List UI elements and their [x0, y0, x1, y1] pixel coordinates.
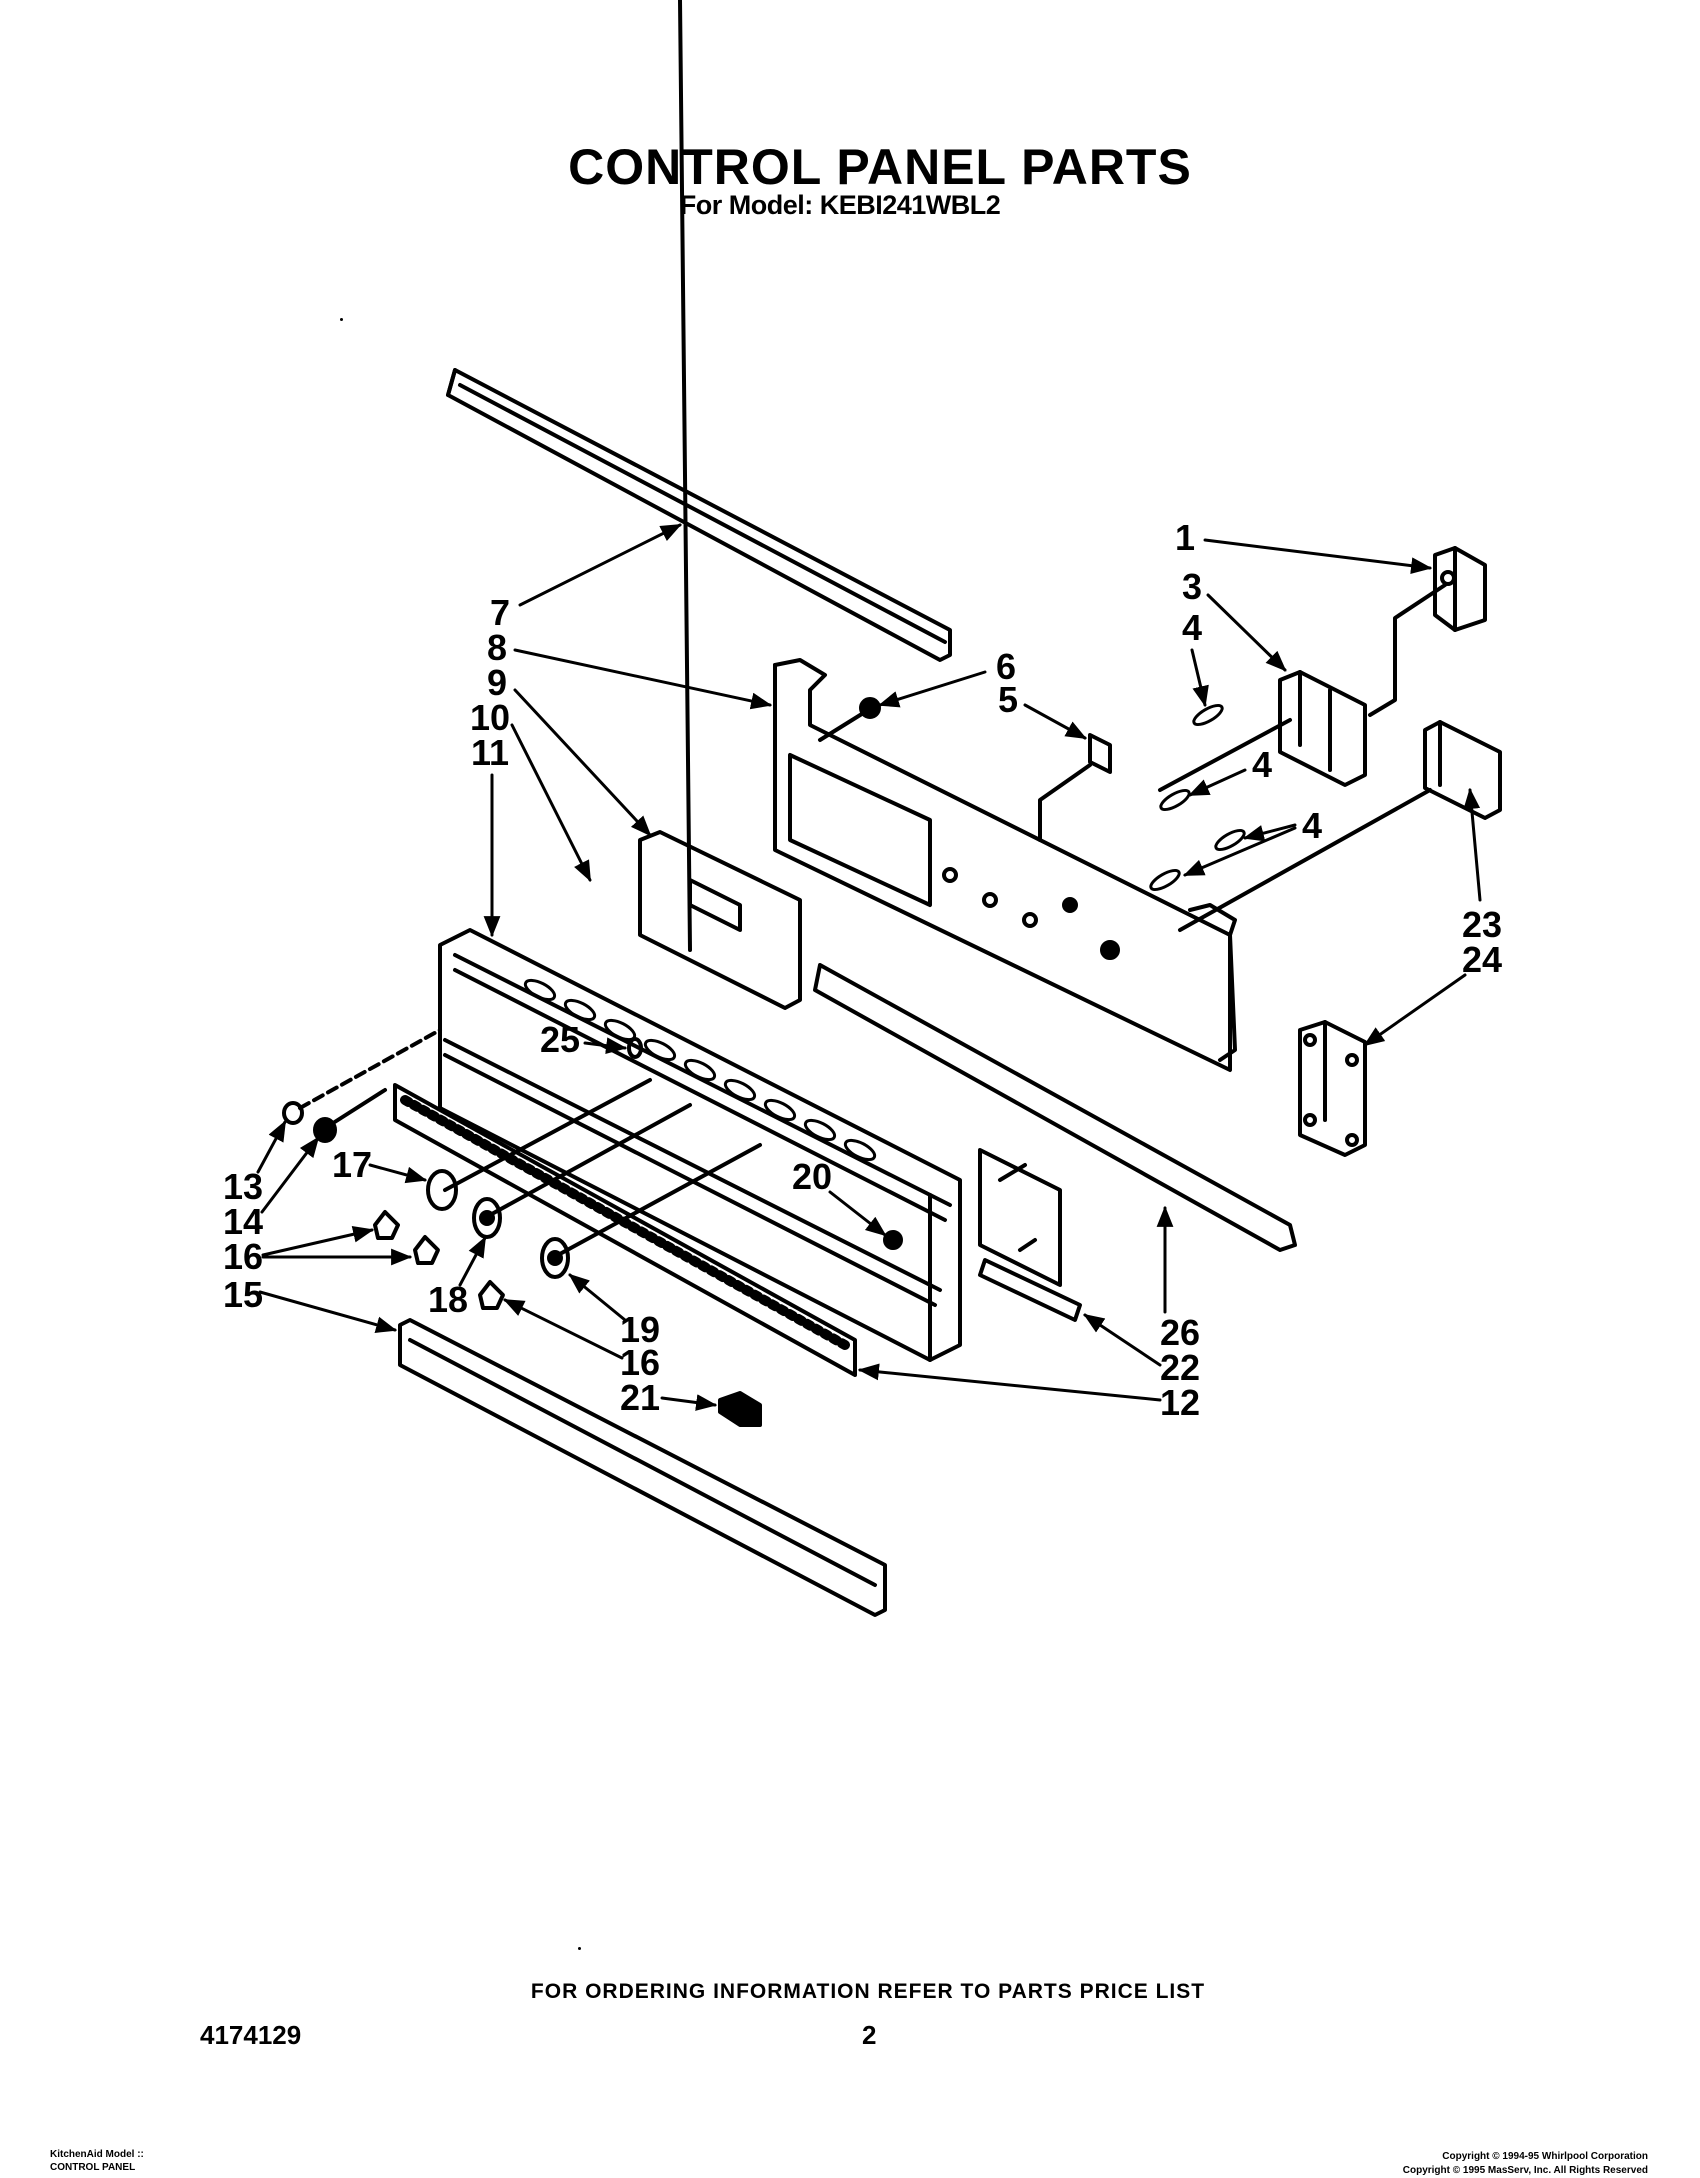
- part-glass-window: [978, 1148, 1062, 1287]
- document-number: 4174129: [200, 2020, 302, 2050]
- callout-16: 16: [222, 1236, 264, 1277]
- part-1-switch: [1368, 546, 1487, 717]
- leader-lines: [256, 523, 1482, 1411]
- callout-7: 7: [489, 592, 511, 633]
- part-6-nut: [818, 697, 881, 742]
- part-21-clip: [718, 1391, 762, 1427]
- callout-25: 25: [539, 1019, 581, 1060]
- copyright-line2: Copyright © 1995 MasServ, Inc. All Right…: [1402, 2165, 1648, 2176]
- callout-19: 19: [619, 1309, 661, 1350]
- model-note-line1: KitchenAid Model ::: [50, 2149, 144, 2160]
- callout-16: 16: [619, 1342, 661, 1383]
- part-24-bracket: [1298, 1020, 1367, 1157]
- callout-21: 21: [619, 1377, 661, 1418]
- callout-4: 4: [1181, 607, 1203, 648]
- part-18-dial: [472, 1197, 502, 1239]
- callout-20: 20: [791, 1156, 833, 1197]
- ordering-note: FOR ORDERING INFORMATION REFER TO PARTS …: [530, 1980, 1206, 2003]
- part-11-panel-frame: [438, 928, 962, 1362]
- callout-5: 5: [997, 679, 1019, 720]
- model-subtitle: For Model: KEBI241WBL2: [679, 190, 1001, 220]
- page-number: 2: [862, 2020, 877, 2050]
- part-17-washer: [426, 1169, 458, 1211]
- part-4-lamp-sockets: [1149, 703, 1246, 892]
- part-3-switch-assembly: [1158, 670, 1367, 792]
- part-15-bottom-trim: [398, 1318, 887, 1617]
- part-26-rail: [813, 963, 1297, 1252]
- callout-4: 4: [1301, 805, 1323, 846]
- copyright-line1: Copyright © 1994-95 Whirlpool Corporatio…: [1442, 2151, 1648, 2162]
- part-13-screw: [282, 1101, 304, 1125]
- callout-24: 24: [1461, 939, 1503, 980]
- part-25-screw: [627, 1037, 643, 1059]
- callout-26: 26: [1159, 1312, 1201, 1353]
- callout-1: 1: [1174, 517, 1196, 558]
- callout-10: 10: [469, 697, 511, 738]
- callout-13: 13: [222, 1166, 264, 1207]
- part-19-dial: [540, 1237, 570, 1279]
- scan-dot: [578, 1947, 581, 1950]
- small-hardware: [282, 1028, 762, 1427]
- page-title: CONTROL PANEL PARTS: [568, 139, 1192, 195]
- callout-11: 11: [470, 732, 510, 773]
- model-note-line2: CONTROL PANEL: [50, 2162, 136, 2173]
- part-16-knob-b: [413, 1235, 440, 1265]
- scan-dot: [340, 318, 343, 321]
- part-9-display-module: [638, 0, 802, 1010]
- callout-22: 22: [1159, 1347, 1201, 1388]
- callout-18: 18: [427, 1279, 469, 1320]
- part-22-bracket: [978, 1258, 1082, 1322]
- part-16-knob-a: [373, 1210, 400, 1240]
- part-23-switch: [1178, 720, 1502, 932]
- part-12-grille-strip: [393, 1083, 857, 1377]
- callout-3: 3: [1181, 566, 1203, 607]
- callout-15: 15: [222, 1274, 264, 1315]
- part-5-small-switch: [1038, 733, 1112, 842]
- callout-14: 14: [222, 1201, 264, 1242]
- callout-6: 6: [995, 646, 1017, 687]
- part-16-knob-c: [478, 1280, 505, 1310]
- part-8-backplate: [773, 658, 1237, 1072]
- callout-12: 12: [1159, 1382, 1201, 1423]
- callout-23: 23: [1461, 904, 1503, 945]
- callout-8: 8: [486, 627, 508, 668]
- copyright: Copyright © 1994-95 Whirlpool Corporatio…: [1403, 2150, 1648, 2178]
- callout-17: 17: [331, 1144, 373, 1185]
- callout-4: 4: [1251, 744, 1273, 785]
- part-7-top-trim: [446, 368, 952, 662]
- model-note: KitchenAid Model :: CONTROL PANEL: [50, 2148, 144, 2174]
- callout-9: 9: [486, 662, 508, 703]
